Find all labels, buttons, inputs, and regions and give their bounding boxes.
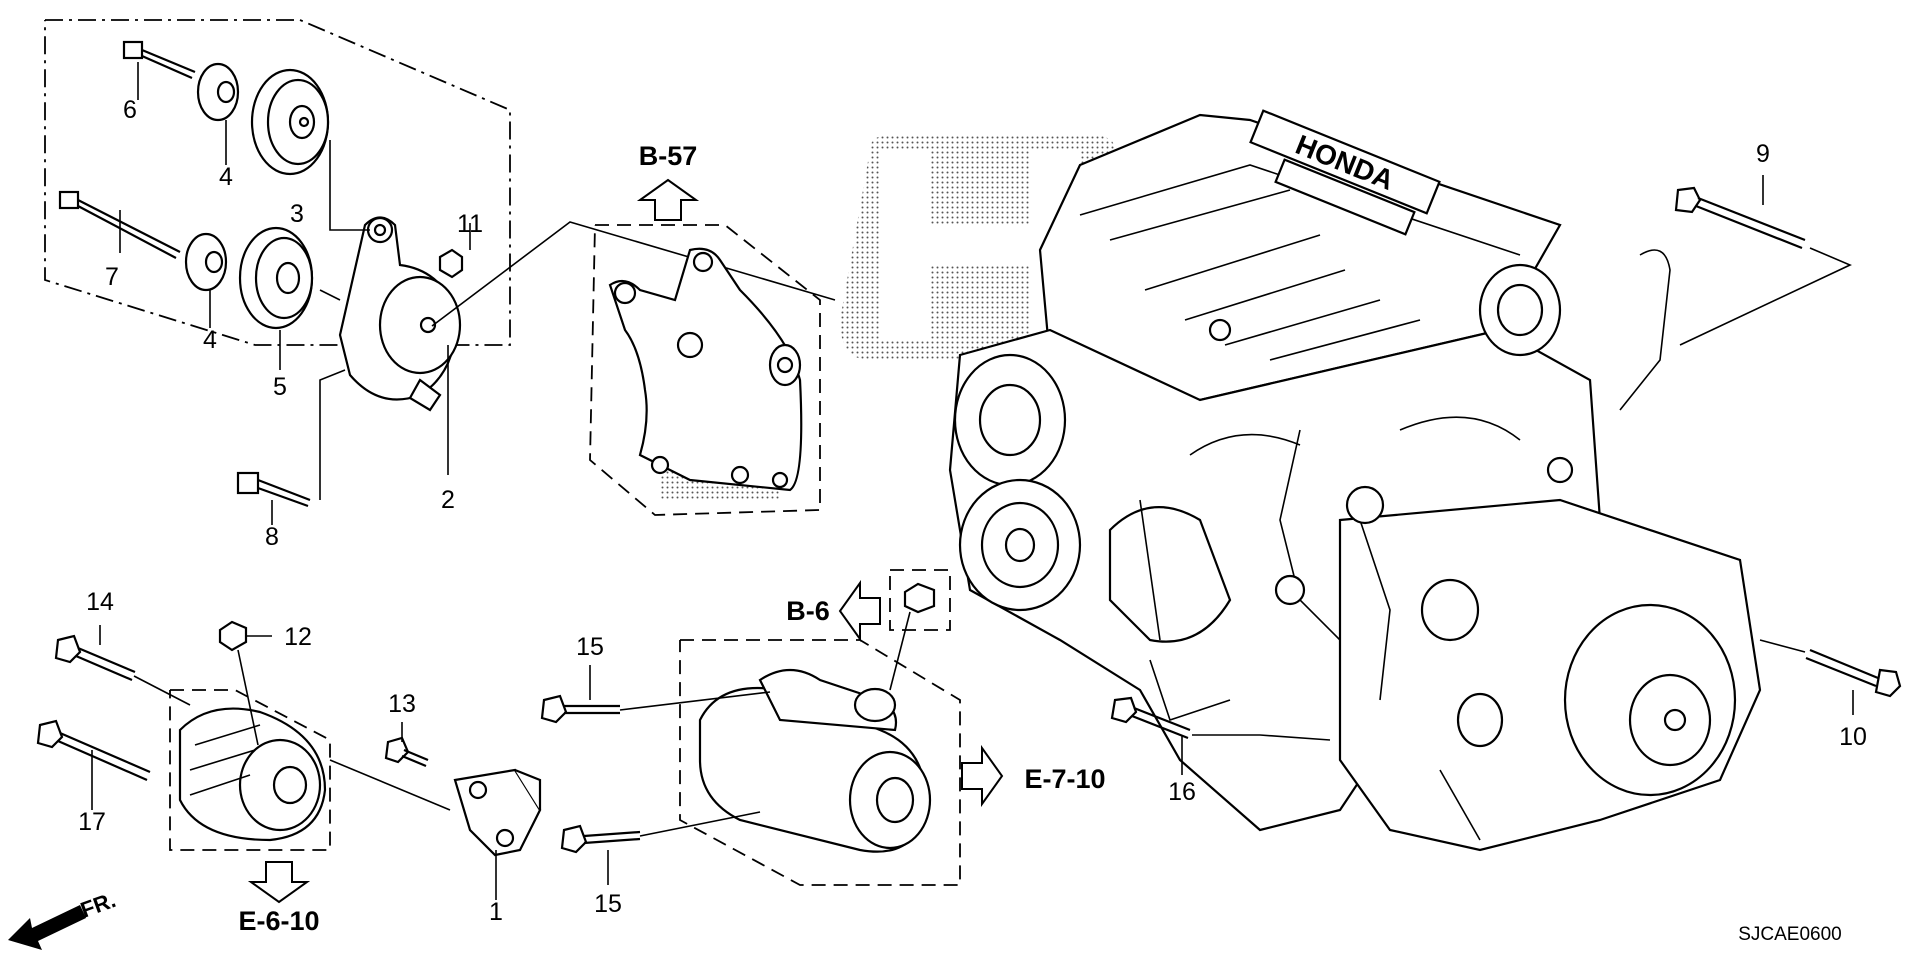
front-direction-indicator: FR. — [8, 887, 119, 950]
bolt-8 — [236, 471, 311, 508]
callout-2: 2 — [441, 486, 455, 514]
nut-11 — [438, 248, 464, 279]
arrow-right-e710 — [961, 744, 1004, 808]
arrow-down-e610 — [247, 861, 311, 904]
bolt-16 — [1110, 696, 1331, 775]
bolt-15-upper — [540, 665, 771, 724]
engine-bracket-group — [589, 178, 821, 516]
washer-4-upper — [196, 62, 240, 122]
callout-10: 10 — [1839, 723, 1867, 751]
washer-4-lower — [184, 232, 228, 292]
alternator-bracket-1 — [329, 759, 542, 900]
bolt-10 — [1759, 639, 1902, 715]
callout-12: 12 — [284, 623, 312, 651]
callout-17: 17 — [78, 808, 106, 836]
callout-4-lower: 4 — [203, 326, 217, 354]
callout-16: 16 — [1168, 778, 1196, 806]
callout-14: 14 — [86, 588, 114, 616]
callout-3: 3 — [290, 200, 304, 228]
reference-labels: B-57 B-6 E-7-10 E-6-10 — [238, 141, 1105, 936]
callout-8: 8 — [265, 523, 279, 551]
arrow-up-b57 — [636, 178, 700, 221]
callout-13: 13 — [388, 690, 416, 718]
ref-b6: B-6 — [786, 596, 830, 626]
bolt-15-lower — [560, 811, 761, 885]
callout-11: 11 — [457, 210, 483, 238]
idler-pulley-3 — [250, 68, 330, 176]
callout-9: 9 — [1756, 140, 1770, 168]
callout-15-upper: 15 — [576, 633, 604, 661]
callout-7: 7 — [105, 263, 119, 291]
bolt-17 — [36, 719, 151, 810]
callout-6: 6 — [123, 96, 137, 124]
bolt-6 — [122, 40, 196, 80]
nut-12 — [218, 620, 272, 746]
starter-group — [540, 569, 1004, 886]
tensioner-group — [44, 19, 836, 525]
nut-b6 — [889, 569, 951, 691]
front-label: FR. — [77, 887, 119, 923]
idler-pulley-5 — [238, 226, 314, 330]
ref-e610: E-6-10 — [238, 906, 319, 936]
engine-assembly: HONDA i-VTEC — [948, 109, 1762, 852]
auto-tensioner-body — [338, 216, 462, 412]
callout-numbers: 6 4 3 11 7 4 5 2 8 9 10 16 14 12 17 13 1… — [78, 96, 1867, 926]
front-arrow — [8, 905, 86, 950]
callout-4-upper: 4 — [219, 163, 233, 191]
ref-e710: E-7-10 — [1024, 764, 1105, 794]
bolt-14 — [54, 625, 191, 706]
ref-b57: B-57 — [639, 141, 698, 171]
callout-1: 1 — [489, 898, 503, 926]
bolt-7 — [58, 190, 181, 259]
bolt-13 — [384, 722, 429, 768]
bolt-9 — [1674, 175, 1852, 346]
callout-5: 5 — [273, 373, 287, 401]
alternator-group — [36, 620, 331, 904]
diagram-code: SJCAE0600 — [1738, 924, 1842, 945]
arrow-left-b6 — [838, 579, 881, 643]
callout-15-lower: 15 — [594, 890, 622, 918]
